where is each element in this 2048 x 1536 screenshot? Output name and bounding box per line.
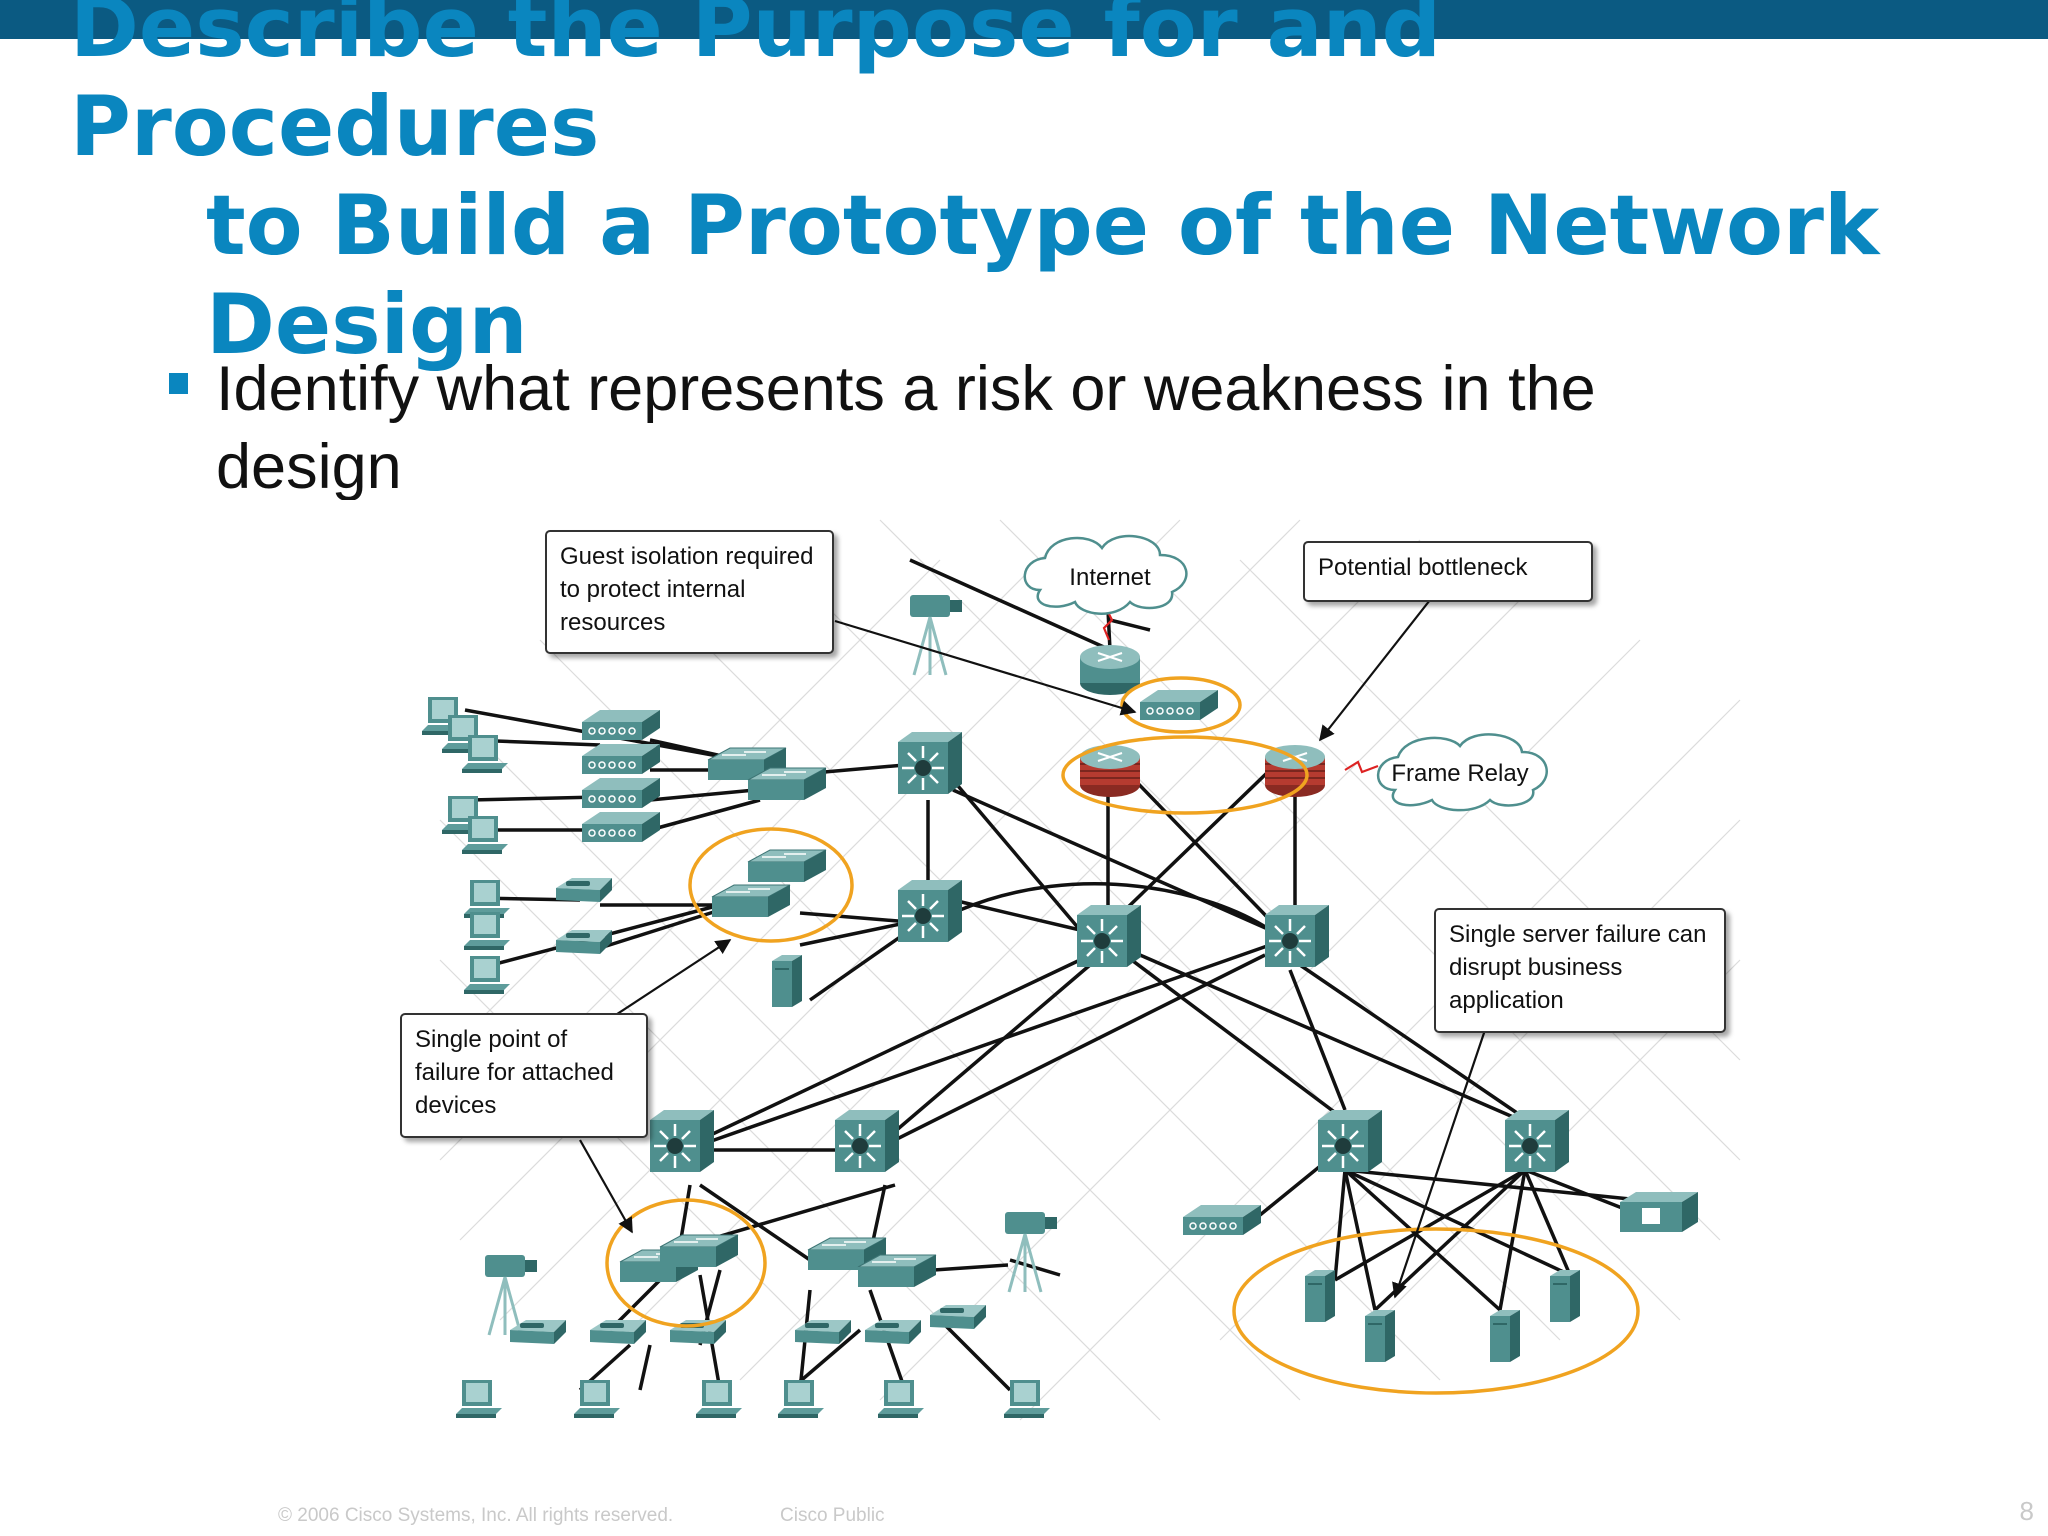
title-band bbox=[0, 0, 2048, 39]
callout-line: application bbox=[1449, 987, 1564, 1014]
guest-isolation-callout: Guest isolation required to protect inte… bbox=[545, 530, 834, 654]
single-point-failure-callout: Single point of failure for attached dev… bbox=[400, 1013, 648, 1138]
frame-relay-cloud bbox=[1376, 733, 1548, 812]
title-line-1: Describe the Purpose for and Procedures bbox=[70, 0, 1442, 175]
wan-links bbox=[1102, 609, 1379, 774]
classification-footer: Cisco Public bbox=[780, 1505, 885, 1526]
internet-cloud bbox=[1023, 534, 1188, 615]
callout-line: disrupt business bbox=[1449, 954, 1623, 981]
title-line-2: to Build a Prototype of the Network bbox=[206, 177, 1880, 274]
bullet-text: Identify what represents a risk or weakn… bbox=[216, 354, 1596, 502]
callout-line: Potential bottleneck bbox=[1318, 554, 1528, 581]
callout-line: resources bbox=[560, 609, 666, 636]
copyright-footer: © 2006 Cisco Systems, Inc. All rights re… bbox=[278, 1505, 674, 1526]
callout-line: Single server failure can bbox=[1449, 921, 1707, 948]
risk-highlights bbox=[605, 676, 1640, 1395]
callout-line: Guest isolation required bbox=[560, 543, 814, 570]
title-line-3: Design bbox=[206, 276, 528, 373]
callout-arrows bbox=[579, 599, 1487, 1299]
callout-line: failure for attached bbox=[415, 1059, 614, 1086]
page-number: 8 bbox=[2019, 1496, 2034, 1526]
slide-title: Describe the Purpose for and Procedures … bbox=[70, 0, 1970, 374]
frame-relay-cloud-label: Frame Relay bbox=[1391, 760, 1529, 787]
internet-cloud-label: Internet bbox=[1069, 564, 1151, 591]
server-failure-callout: Single server failure can disrupt busine… bbox=[1434, 908, 1726, 1033]
bottleneck-callout: Potential bottleneck bbox=[1303, 541, 1593, 602]
callout-line: to protect internal bbox=[560, 576, 746, 603]
bullet-square-icon bbox=[169, 373, 188, 394]
callout-line: devices bbox=[415, 1092, 497, 1119]
voice-gateway-icon bbox=[1620, 1192, 1698, 1232]
callout-line: Single point of bbox=[415, 1026, 568, 1053]
